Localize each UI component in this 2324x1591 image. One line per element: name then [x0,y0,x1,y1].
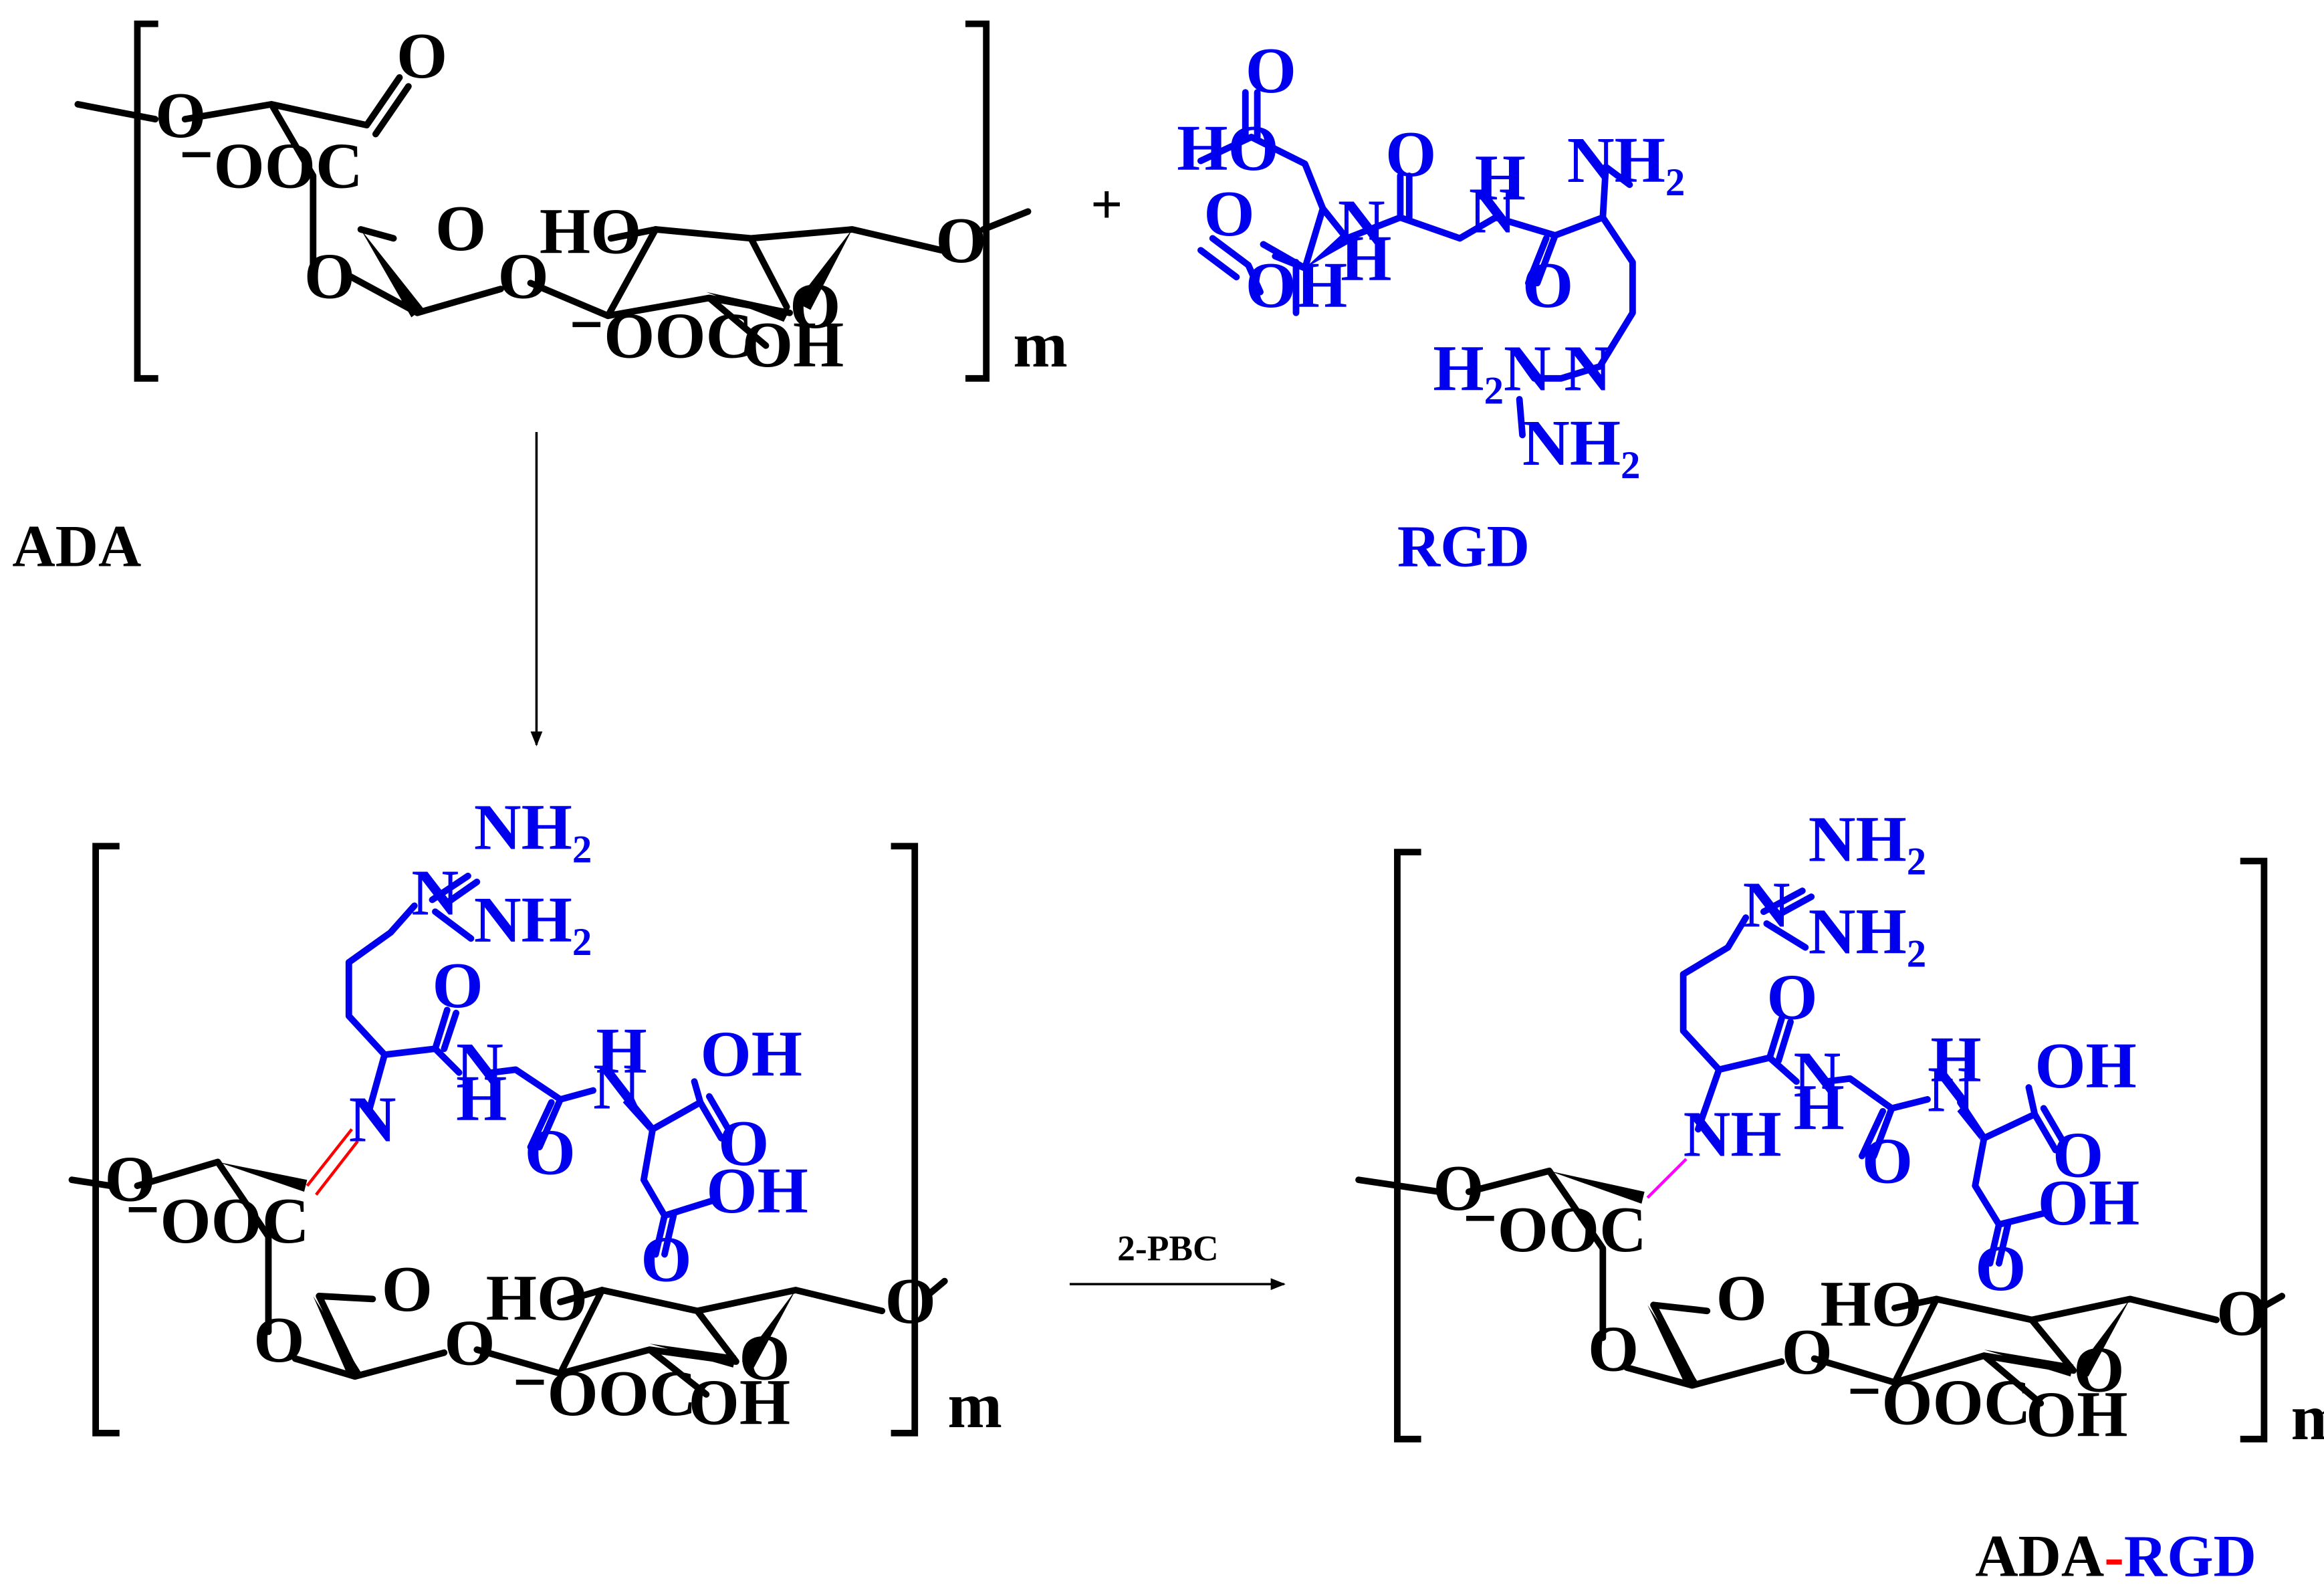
svg-text:O: O [382,1253,433,1325]
plus-sign: + [1090,174,1123,236]
svg-text:⁻OOC: ⁻OOC [179,130,363,203]
svg-text:O: O [304,241,355,313]
svg-text:⁻OOC: ⁻OOC [513,1358,697,1430]
svg-text:H: H [1793,1071,1844,1144]
svg-text:O: O [1385,118,1436,191]
svg-text:N: N [1793,1039,1841,1111]
product-label-ada: ADA [1975,1524,2104,1590]
rgd-label: RGD [1397,514,1530,579]
svg-text:OH: OH [2035,1030,2136,1102]
svg-text:m: m [1013,309,1068,381]
imine-intermediate-structure [68,843,948,1437]
imine-intermediate-rgd-part [345,872,733,1258]
rgd-reactant-structure [1197,89,1636,439]
svg-text:O: O [1522,249,1573,322]
svg-text:N: N [1564,333,1611,405]
svg-text:H: H [1475,142,1526,214]
product-rgd-part [1679,887,2068,1267]
svg-text:O: O [641,1224,691,1296]
svg-text:N: N [411,857,459,930]
svg-text:O: O [435,193,486,265]
svg-text:H: H [1341,223,1391,295]
svg-text:O: O [790,270,840,342]
svg-text:HO: HO [486,1263,588,1335]
svg-text:H: H [1930,1024,1981,1096]
svg-text:OH: OH [700,1018,802,1090]
product-label: ADA-RGD [1975,1524,2256,1590]
svg-text:O: O [104,1143,155,1215]
svg-text:NH₂: NH₂ [1809,804,1926,876]
svg-text:O: O [1975,1233,2026,1305]
product-structure [1355,849,2286,1443]
svg-text:N: N [1743,869,1790,942]
svg-text:m: m [947,1370,1002,1442]
svg-text:OH: OH [742,309,844,381]
svg-text:N: N [456,1030,503,1102]
svg-text:O: O [525,1116,576,1188]
svg-text:O: O [1433,1152,1484,1225]
svg-text:NH₂: NH₂ [1809,896,1926,968]
svg-text:H: H [456,1063,507,1135]
svg-text:O: O [155,80,206,152]
svg-text:O: O [498,241,549,313]
reagent-label: 2-PBC [1117,1228,1218,1268]
svg-text:O: O [1782,1316,1833,1388]
svg-text:H: H [596,1015,647,1087]
svg-text:O: O [396,20,447,92]
svg-text:N: N [349,1083,396,1156]
imine-intermediate-atom-labels: O ⁻OOC O O O HO ⁻OOC OH O O m N N NH₂ NH… [104,792,1002,1442]
svg-text:⁻OOC: ⁻OOC [126,1185,310,1257]
svg-text:HO: HO [1177,112,1278,185]
svg-text:O: O [1246,35,1296,107]
svg-text:O: O [1716,1263,1767,1335]
rgd-reactant-atom-labels: O HO O OH N H O N H O NH₂ N H₂N NH₂ [1177,35,1685,480]
ada-label: ADA [12,514,141,579]
svg-text:O: O [935,205,986,277]
svg-text:O: O [444,1307,495,1379]
svg-text:⁻OOC: ⁻OOC [1847,1367,2031,1439]
svg-text:O: O [739,1322,790,1394]
svg-text:NH₂: NH₂ [1522,407,1640,480]
svg-text:OH: OH [706,1155,808,1227]
svg-text:⁻OOC: ⁻OOC [569,300,753,373]
svg-text:O: O [2073,1334,2124,1406]
svg-text:OH: OH [2026,1378,2127,1451]
svg-text:O: O [2053,1120,2103,1192]
svg-text:⁻OOC: ⁻OOC [1463,1194,1647,1266]
product-atom-labels: O ⁻OOC O O O HO ⁻OOC OH O O m NH N NH₂ N… [1433,804,2324,1454]
svg-text:O: O [885,1265,936,1338]
svg-text:HO: HO [540,196,641,268]
svg-text:O: O [2216,1277,2267,1350]
svg-text:OH: OH [1246,249,1347,322]
svg-text:NH₂: NH₂ [1567,124,1685,197]
svg-text:N: N [593,1051,641,1123]
svg-text:O: O [433,950,483,1022]
svg-text:O: O [1588,1313,1639,1385]
ada-reactant-structure [74,20,1032,382]
svg-text:O: O [253,1304,304,1376]
svg-text:N: N [1338,187,1385,259]
svg-text:NH₂: NH₂ [474,792,592,864]
svg-text:OH: OH [689,1367,790,1439]
svg-text:O: O [1203,178,1254,250]
svg-text:O: O [1862,1126,1913,1198]
svg-text:O: O [1766,962,1817,1034]
product-label-dash: - [2104,1524,2124,1590]
svg-text:m: m [2291,1382,2324,1454]
svg-text:NH₂: NH₂ [474,884,592,956]
svg-text:OH: OH [2038,1167,2139,1239]
svg-text:HO: HO [1821,1268,1922,1340]
svg-text:O: O [718,1107,769,1180]
svg-text:N: N [1928,1054,1975,1126]
product-label-rgd: RGD [2124,1524,2256,1590]
svg-text:N: N [1469,175,1516,247]
svg-text:NH: NH [1683,1099,1782,1171]
ada-reactant-atom-labels: O O ⁻OOC O O O HO ⁻OOC OH O O m [155,20,1068,381]
svg-text:H₂N: H₂N [1433,333,1550,405]
